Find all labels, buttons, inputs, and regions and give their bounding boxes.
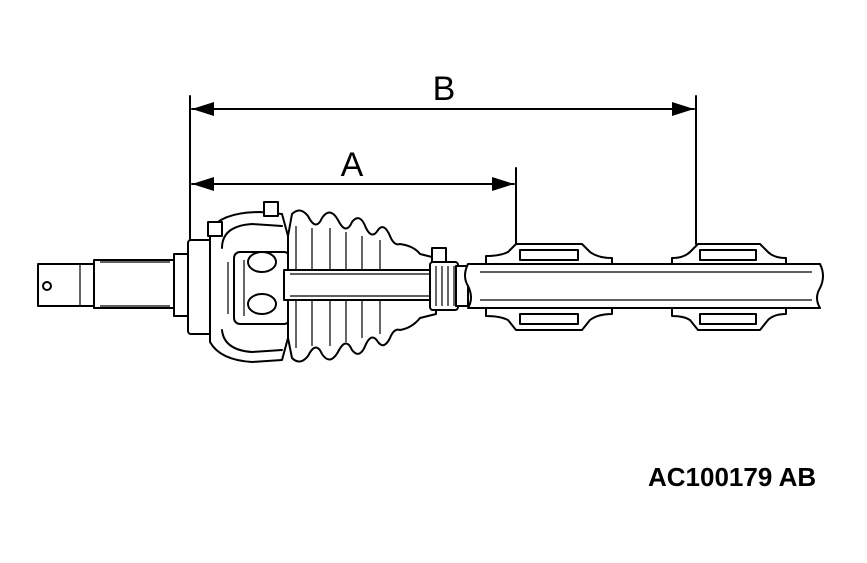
inner-shaft	[283, 269, 441, 301]
dimension-b-label: B	[433, 70, 456, 108]
main-shaft	[464, 263, 824, 309]
damper-ring-2	[671, 243, 787, 331]
boot-clamp	[429, 247, 469, 311]
damper-ring-1	[485, 243, 613, 331]
dimension-a-label: A	[341, 146, 364, 184]
outer-cv-joint	[187, 201, 291, 363]
stub-shaft	[37, 253, 189, 317]
reference-code: AC100179 AB	[648, 462, 817, 492]
dimension-b-arrow	[191, 102, 695, 116]
dimension-a-arrow	[191, 177, 515, 191]
